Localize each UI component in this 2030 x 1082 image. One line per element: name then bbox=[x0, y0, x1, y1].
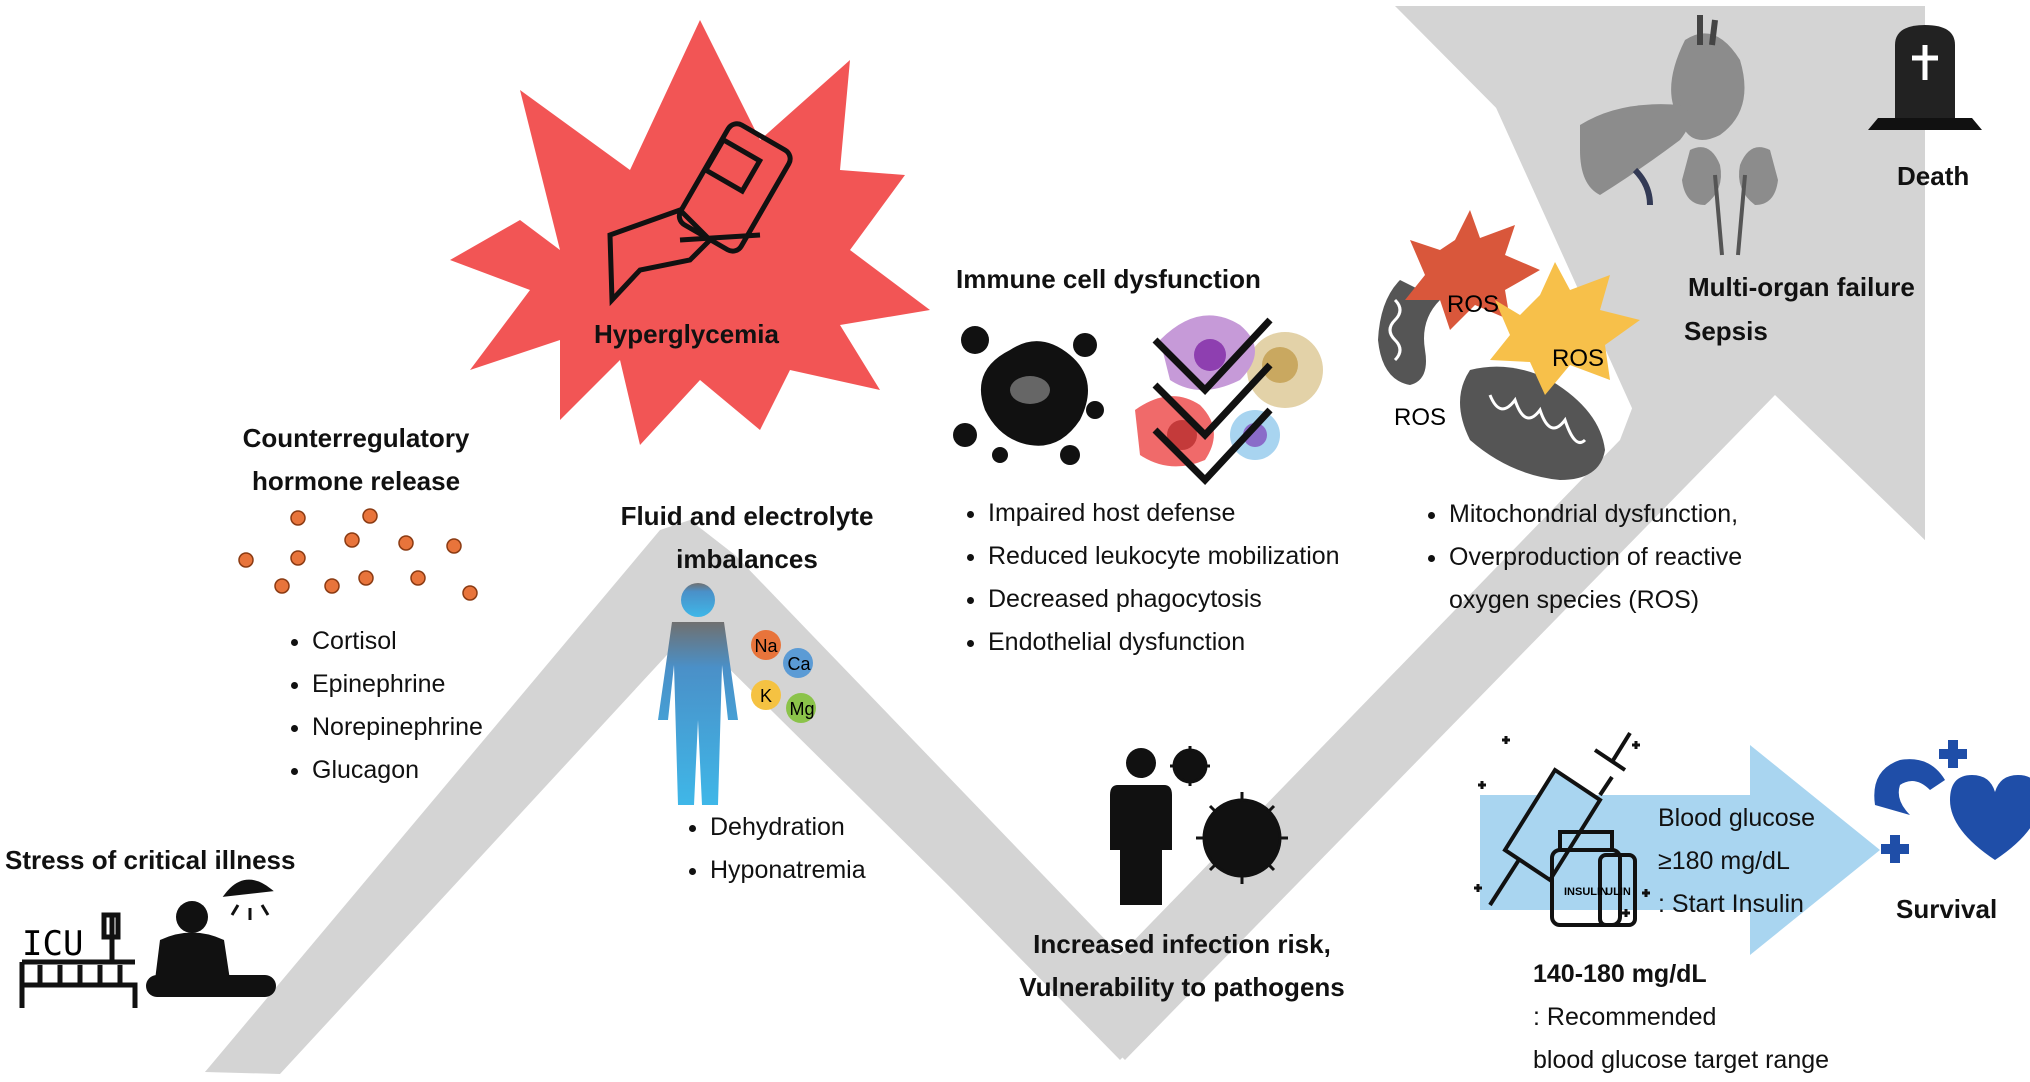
insulin-line3: : Start Insulin bbox=[1658, 890, 1804, 918]
mitochondria-icon bbox=[1378, 280, 1605, 480]
multi-organ-label: Multi-organ failure bbox=[1688, 272, 1915, 302]
icu-bed-icon bbox=[19, 912, 138, 1008]
infection-line2: Vulnerability to pathogens bbox=[1019, 971, 1345, 1002]
electrolyte-na: Na bbox=[754, 636, 778, 656]
hormones-list: Cortisol Epinephrine Norepinephrine Gluc… bbox=[272, 620, 483, 792]
human-body-icon bbox=[658, 583, 738, 805]
list-item: Endothelial dysfunction bbox=[988, 621, 1340, 664]
insulin-line2: ≥180 mg/dL bbox=[1658, 847, 1790, 875]
electrolyte-mg: Mg bbox=[789, 699, 814, 719]
electrolyte-ca: Ca bbox=[787, 654, 811, 674]
hormone-dots bbox=[238, 508, 478, 601]
heart-arms-icon bbox=[1874, 740, 2030, 863]
hyperglycemia-burst bbox=[450, 20, 930, 445]
list-item: Overproduction of reactive bbox=[1449, 536, 1742, 579]
target-line3: blood glucose target range bbox=[1533, 1046, 1830, 1074]
fluid-title: Fluid and electrolyte imbalances bbox=[612, 500, 882, 575]
blob-cell-icon bbox=[953, 326, 1104, 465]
death-label: Death bbox=[1897, 161, 1970, 191]
counterregulatory-line1: Counterregulatory bbox=[242, 423, 470, 453]
electrolyte-circles bbox=[751, 630, 816, 723]
glucometer-icon bbox=[607, 121, 793, 307]
stress-label: Stress of critical illness bbox=[5, 845, 296, 875]
infection-line1: Increased infection risk, bbox=[1033, 929, 1331, 959]
icu-label: ICU bbox=[22, 924, 83, 964]
liver-icon bbox=[1580, 104, 1690, 206]
list-item: Dehydration bbox=[710, 806, 866, 849]
fluid-list: Dehydration Hyponatremia bbox=[670, 806, 866, 892]
ros-label-2: ROS bbox=[1552, 345, 1604, 372]
doctor-icon bbox=[146, 901, 276, 997]
immune-title: Immune cell dysfunction bbox=[956, 264, 1261, 294]
target-line2: : Recommended bbox=[1533, 1003, 1717, 1031]
electrolyte-k: K bbox=[760, 686, 772, 706]
list-item: Cortisol bbox=[312, 620, 483, 663]
sparkle-icons bbox=[1474, 736, 1650, 917]
survival-label: Survival bbox=[1896, 894, 1998, 924]
fluid-line2: imbalances bbox=[676, 543, 818, 574]
target-line1: 140-180 mg/dL bbox=[1533, 960, 1707, 988]
ros-burst-red bbox=[1405, 210, 1540, 330]
ros-label-1: ROS bbox=[1447, 291, 1499, 318]
heart-organ-icon bbox=[1671, 15, 1745, 141]
list-item: Hyponatremia bbox=[710, 849, 866, 892]
list-item: Mitochondrial dysfunction, bbox=[1449, 493, 1742, 536]
tombstone-icon bbox=[1868, 25, 1982, 130]
insulin-box-text: Blood glucose ≥180 mg/dL : Start Insulin bbox=[1658, 797, 1815, 926]
list-item: Epinephrine bbox=[312, 663, 483, 706]
sepsis-label: Sepsis bbox=[1684, 316, 1768, 346]
chevron-icon bbox=[1152, 317, 1273, 486]
list-item: Decreased phagocytosis bbox=[988, 578, 1340, 621]
list-item: Reduced leukocyte mobilization bbox=[988, 535, 1340, 578]
insulin-line1: Blood glucose bbox=[1658, 804, 1816, 832]
insulin-vial-label: INSULIN bbox=[1564, 886, 1608, 898]
mito-list: Mitochondrial dysfunction, Overproductio… bbox=[1409, 493, 1742, 622]
target-range: 140-180 mg/dL : Recommended blood glucos… bbox=[1533, 953, 1829, 1082]
insulin-vial-icon bbox=[1550, 830, 1637, 927]
kidneys-icon bbox=[1682, 147, 1778, 256]
pathway-arrow-head bbox=[1395, 6, 1925, 540]
counterregulatory-title: Counterregulatory hormone release bbox=[236, 422, 476, 497]
list-item: oxygen species (ROS) bbox=[1449, 586, 1700, 614]
list-item: Norepinephrine bbox=[312, 706, 483, 749]
list-item: Glucagon bbox=[312, 749, 483, 792]
person-icon bbox=[1110, 748, 1172, 905]
immune-list: Impaired host defense Reduced leukocyte … bbox=[948, 492, 1340, 664]
list-item: Impaired host defense bbox=[988, 492, 1340, 535]
virus-icon bbox=[1170, 746, 1288, 884]
ros-label-3: ROS bbox=[1394, 404, 1446, 431]
ros-burst-yellow bbox=[1490, 262, 1640, 395]
infection-title: Increased infection risk, Vulnerability … bbox=[992, 928, 1372, 1003]
insulin-vial-label-2: ULIN bbox=[1605, 886, 1631, 898]
surgical-lamp-icon bbox=[222, 879, 274, 920]
counterregulatory-line2: hormone release bbox=[251, 465, 461, 496]
hyperglycemia-label: Hyperglycemia bbox=[594, 319, 779, 349]
fluid-line1: Fluid and electrolyte bbox=[620, 501, 874, 531]
